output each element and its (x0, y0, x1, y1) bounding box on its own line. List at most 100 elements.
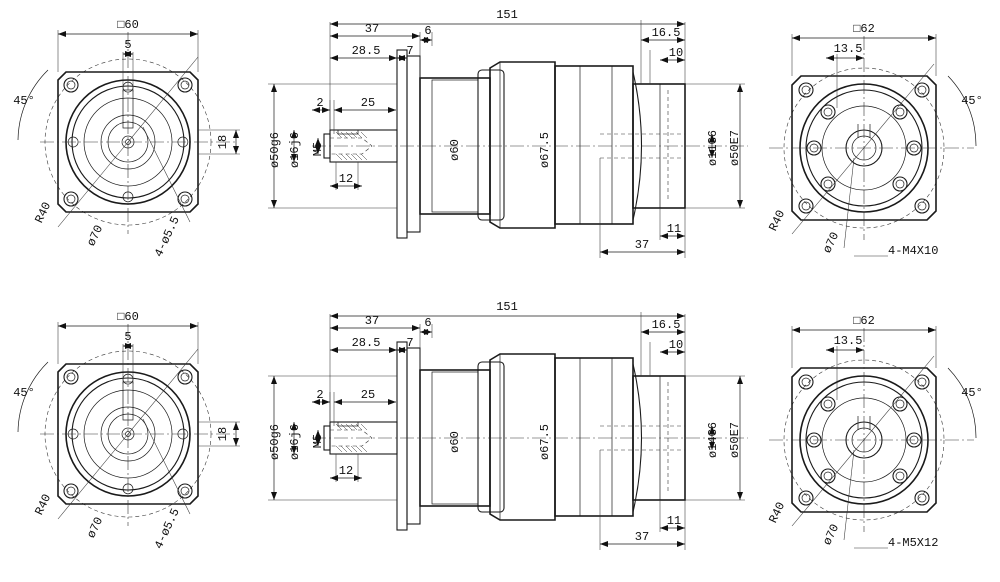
pcd-label: ø70 (84, 515, 106, 541)
hatch-line (345, 131, 353, 139)
label-37-output: 37 (635, 238, 649, 252)
housing-collar (477, 69, 505, 221)
mounting-hole-inner (801, 493, 811, 503)
label-37: 37 (365, 22, 379, 36)
mounting-hole-inner (66, 486, 76, 496)
hatch-line (345, 445, 353, 453)
flange-square (57, 71, 199, 213)
bore-keyway (857, 124, 871, 138)
housing-diameter-label: ø67.5 (538, 132, 552, 168)
mounting-hole (63, 369, 79, 385)
label-6: 6 (424, 24, 431, 38)
offset-label: 13.5 (834, 42, 863, 56)
tap-label: M5 (311, 142, 325, 156)
hatch-line (335, 153, 343, 161)
hatch-line (355, 153, 363, 161)
mounting-hole (177, 77, 193, 93)
pcd-circle (783, 359, 945, 521)
hatch-line (355, 445, 363, 453)
offset-label: 18 (216, 135, 230, 149)
mounting-hole (798, 490, 814, 506)
output-curve (632, 363, 642, 513)
mounting-hole-inner (180, 80, 190, 90)
label-28-5: 28.5 (352, 336, 381, 350)
radius-label: R40 (32, 492, 54, 518)
mounting-hole (798, 374, 814, 390)
pilot-diameter-label: ø50g6 (268, 132, 282, 168)
angle-label: 45° (13, 94, 35, 108)
tap-bore (330, 137, 373, 155)
tapped-hole-inner (823, 399, 833, 409)
tapped-hole (892, 176, 908, 192)
tapped-hole-inner (895, 107, 905, 117)
mounting-hole-inner (917, 201, 927, 211)
hatch-line (350, 131, 358, 139)
tapped-hole-inner (895, 179, 905, 189)
hatch-line (360, 423, 368, 431)
flange-square (57, 363, 199, 505)
diagonal-line (142, 418, 191, 515)
label-16-5: 16.5 (652, 318, 681, 332)
bore-diameter-label: ø14G6 (706, 422, 720, 458)
label-2: 2 (316, 96, 323, 110)
offset-label: 13.5 (834, 334, 863, 348)
mounting-hole (177, 191, 193, 207)
tapped-hole (892, 104, 908, 120)
label-10: 10 (669, 338, 683, 352)
hole-spec-label: 4-M4X10 (888, 244, 938, 258)
hole-spec-label: 4-ø5.5 (152, 214, 183, 259)
hatch-line (335, 423, 343, 431)
diagonal-line (843, 449, 855, 541)
label-16-5: 16.5 (652, 26, 681, 40)
input-flange (396, 341, 408, 531)
label-6: 6 (424, 316, 431, 330)
shaft-diameter-label: ø16j6 (288, 424, 302, 460)
bore-diameter-label: ø11G6 (706, 130, 720, 166)
square-size-label: □62 (853, 22, 875, 36)
shaft-diameter-label: ø16j6 (288, 132, 302, 168)
diagonal-line (57, 56, 199, 228)
square-size-label: □60 (117, 18, 139, 32)
label-10: 10 (669, 46, 683, 60)
pilot-diameter-label: ø50g6 (268, 424, 282, 460)
keyway-groove (337, 129, 359, 135)
diagonal-line (142, 126, 191, 223)
keyway-label: 5 (124, 38, 131, 52)
diagonal-line (791, 355, 935, 527)
keyway-label: 5 (124, 330, 131, 344)
body-diameter-label: ø60 (448, 139, 462, 161)
mounting-hole (63, 191, 79, 207)
overall-length-label: 151 (496, 300, 518, 314)
label-37: 37 (365, 314, 379, 328)
label-28-5: 28.5 (352, 44, 381, 58)
input-flange (396, 49, 408, 239)
overall-length-label: 151 (496, 8, 518, 22)
input-flange-step (406, 347, 421, 525)
angle-label: 45° (961, 386, 983, 400)
output-housing (554, 357, 634, 517)
tap-label: M5 (311, 434, 325, 448)
label-11: 11 (667, 514, 681, 528)
label-11: 11 (667, 222, 681, 236)
tapped-hole (892, 396, 908, 412)
tapped-hole (820, 468, 836, 484)
pcd-label: ø70 (820, 522, 842, 548)
mounting-hole-inner (917, 493, 927, 503)
angle-label: 45° (961, 94, 983, 108)
radius-label: R40 (766, 500, 788, 526)
hatch-line (340, 423, 348, 431)
tapped-hole-inner (823, 107, 833, 117)
label-7: 7 (406, 44, 413, 58)
output-housing (554, 65, 634, 225)
tapped-hole (892, 468, 908, 484)
mounting-hole-inner (801, 85, 811, 95)
input-flange-step (406, 55, 421, 233)
hatch-line (340, 445, 348, 453)
